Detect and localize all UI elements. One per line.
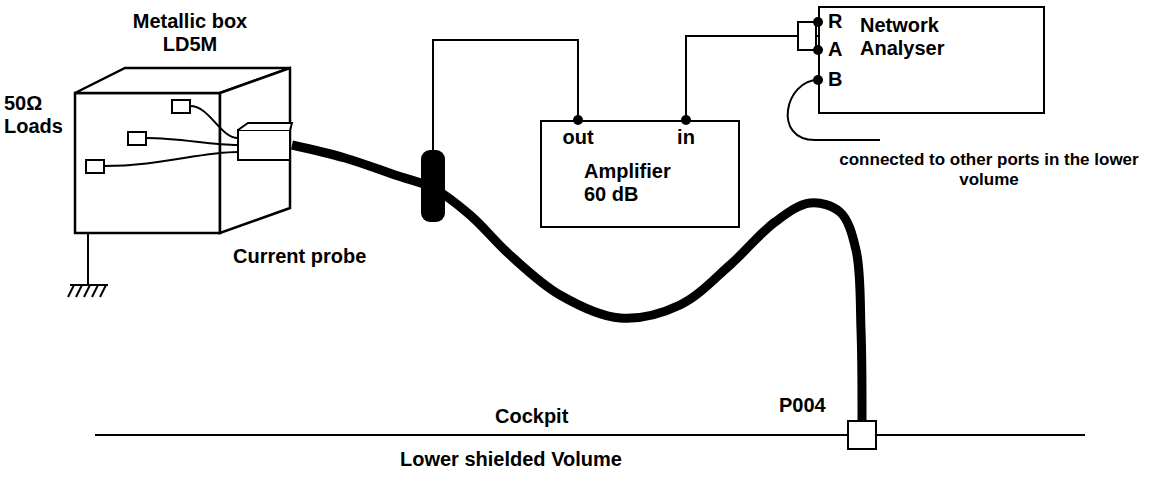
shield-boundary: [95, 434, 1085, 436]
probe-label: Current probe: [233, 245, 366, 268]
load-label: 50Ω Loads: [4, 92, 68, 138]
port-id: P004: [779, 394, 826, 417]
port-label: in: [661, 126, 711, 149]
network-analyser-box: RAB Network Analyser: [818, 6, 1045, 114]
ground-symbol: [68, 233, 108, 297]
note-label: connected to other ports in the lower vo…: [818, 150, 1160, 190]
box-heading: Metallic box LD5M: [115, 10, 265, 56]
region-label: Lower shielded Volume: [400, 448, 622, 471]
port-label: B: [828, 68, 842, 91]
current-probe: Current probe: [228, 150, 448, 275]
amplifier-box: out inAmplifier 60 dB: [540, 120, 740, 228]
metallic-box: Metallic box LD5M: [70, 8, 292, 240]
region-label: Cockpit: [495, 405, 568, 428]
device-name: Network Analyser: [860, 14, 980, 60]
port-label: A: [828, 38, 842, 61]
device-name: Amplifier 60 dB: [584, 160, 696, 206]
port-label: out: [553, 126, 603, 149]
port-label: R: [828, 10, 842, 33]
connector-port: P004: [847, 420, 877, 450]
